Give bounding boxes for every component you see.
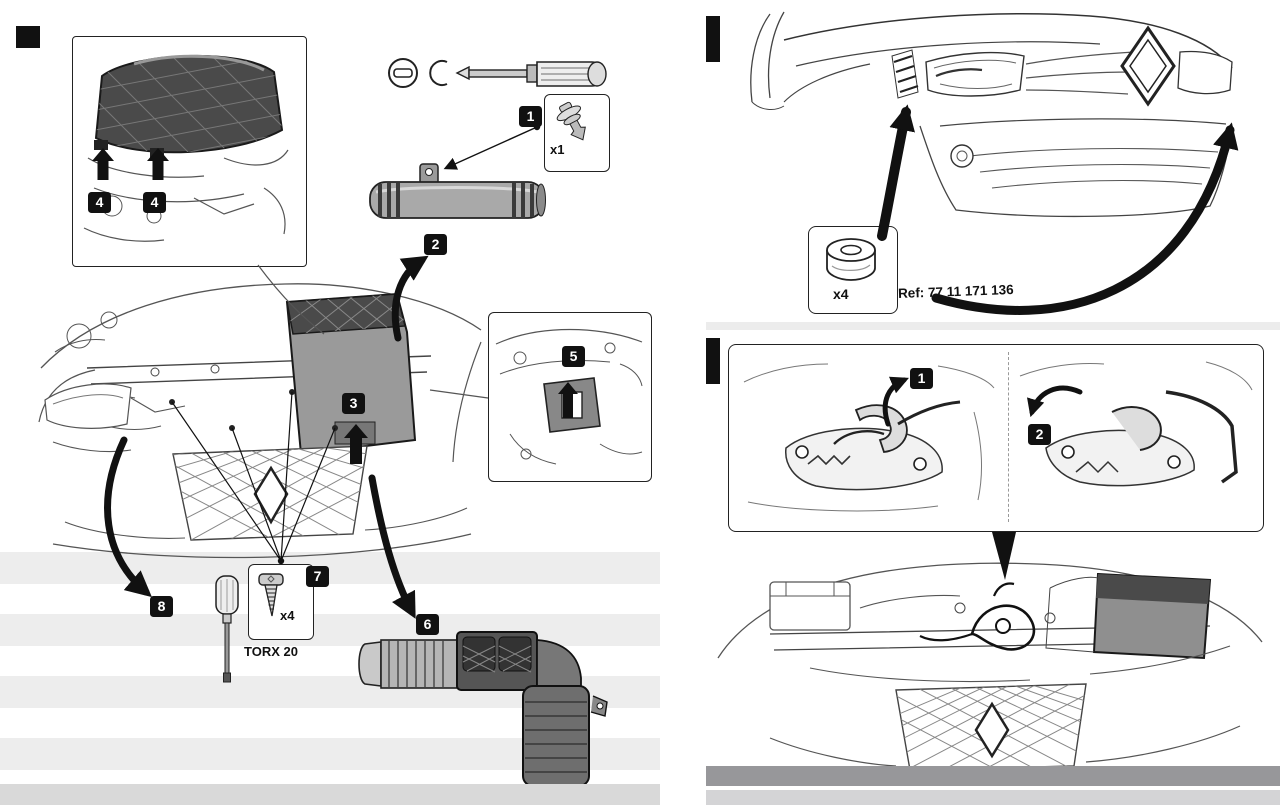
step-badge-3: 3 xyxy=(342,393,365,414)
torx-screw-icon xyxy=(258,573,284,617)
air-duct-resonator-illustration xyxy=(358,631,608,787)
engine-bay-illustration xyxy=(38,283,482,559)
car-front-illustration xyxy=(750,11,1233,218)
section-marker-right-2 xyxy=(706,338,720,384)
engine-bay-bottom-illustration xyxy=(717,562,1263,771)
hood-latch-step2-illustration xyxy=(1019,361,1253,487)
tape-qty-label: x4 xyxy=(833,286,849,302)
step-badge-8: 8 xyxy=(150,596,173,617)
screw-qty-label: x4 xyxy=(280,608,295,623)
step-badge-7: 7 xyxy=(306,566,329,587)
latch-box-divider xyxy=(1008,352,1009,522)
torx-screwdriver-icon xyxy=(215,575,239,683)
step-badge-right-2: 2 xyxy=(1028,424,1051,445)
section-marker-right-1 xyxy=(706,16,720,62)
engine-cover-illustration xyxy=(83,54,289,242)
clip-fastener-icon xyxy=(556,101,586,141)
detail-inset-illustration xyxy=(495,328,643,465)
bottom-band-left xyxy=(0,784,660,805)
bottom-band-right-dark xyxy=(706,766,1280,786)
step-badge-2: 2 xyxy=(424,234,447,255)
section-divider-right xyxy=(706,322,1280,330)
step-badge-right-1: 1 xyxy=(910,368,933,389)
step-badge-6: 6 xyxy=(416,614,439,635)
step-badge-1: 1 xyxy=(519,106,542,127)
air-duct-illustration xyxy=(369,163,546,219)
bottom-band-right-light xyxy=(706,790,1280,805)
step-badge-5: 5 xyxy=(562,346,585,367)
torx-tool-label: TORX 20 xyxy=(244,644,298,659)
step-badge-4a: 4 xyxy=(88,192,111,213)
hood-latch-step1-illustration xyxy=(743,363,995,512)
tape-roll-icon xyxy=(826,238,876,281)
section-marker-left xyxy=(16,26,40,48)
step-badge-4b: 4 xyxy=(143,192,166,213)
flat-screwdriver-icon xyxy=(388,58,607,88)
clip-qty-label: x1 xyxy=(550,142,565,157)
tape-ref-label: Ref: 77 11 171 136 xyxy=(897,281,1014,302)
